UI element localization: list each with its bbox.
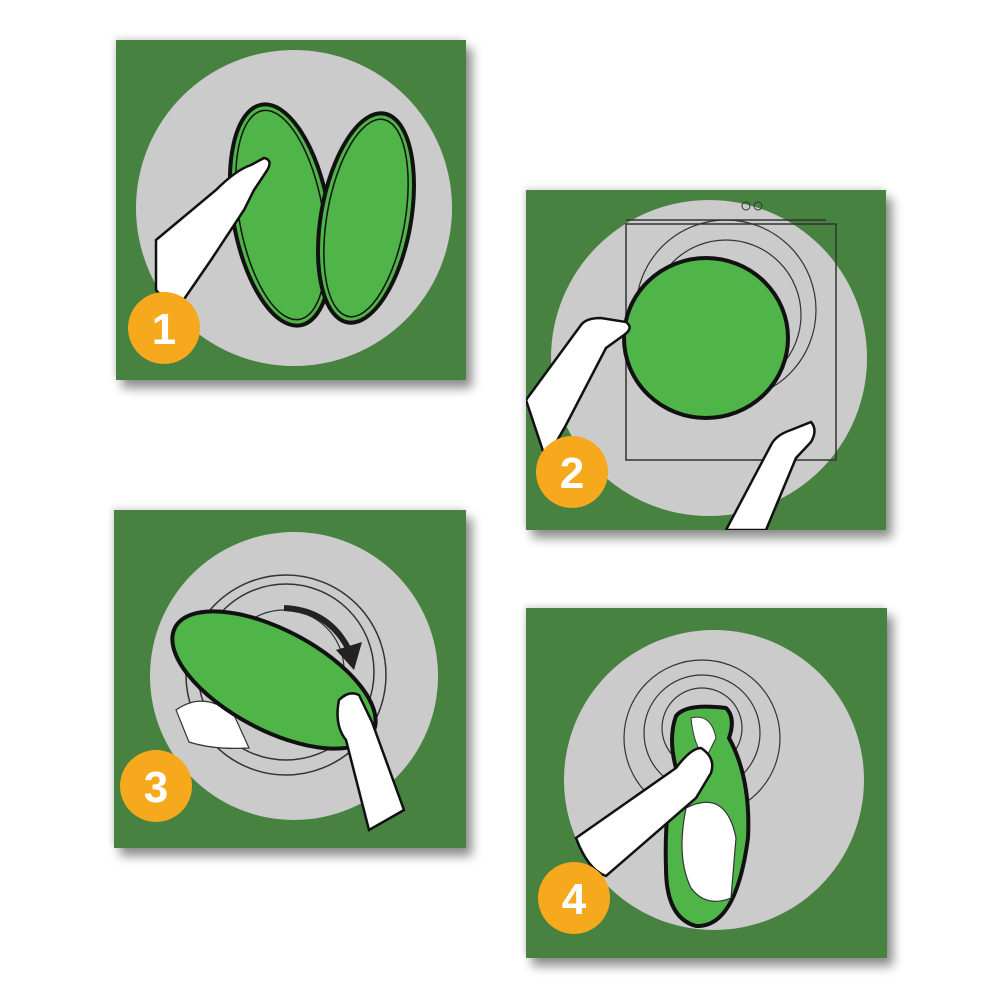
step-3-panel: 3 — [114, 510, 466, 848]
step-4-badge — [538, 862, 610, 934]
step-2-badge — [536, 436, 608, 508]
step-4-panel: 4 — [526, 608, 887, 958]
step-1-illustration: 1 — [116, 40, 466, 380]
step-1-badge — [128, 292, 200, 364]
step-3-badge — [120, 750, 192, 822]
step-4-illustration: 4 — [526, 608, 887, 958]
step-2-panel: 2 — [526, 190, 886, 530]
step-3-illustration: 3 — [114, 510, 466, 848]
step-1-panel: 1 — [116, 40, 466, 380]
step-2-number: 2 — [560, 449, 584, 498]
step-3-number: 3 — [144, 763, 168, 812]
step-2-illustration: 2 — [526, 190, 886, 530]
step-1-number: 1 — [152, 305, 176, 354]
step-4-number: 4 — [562, 875, 587, 924]
